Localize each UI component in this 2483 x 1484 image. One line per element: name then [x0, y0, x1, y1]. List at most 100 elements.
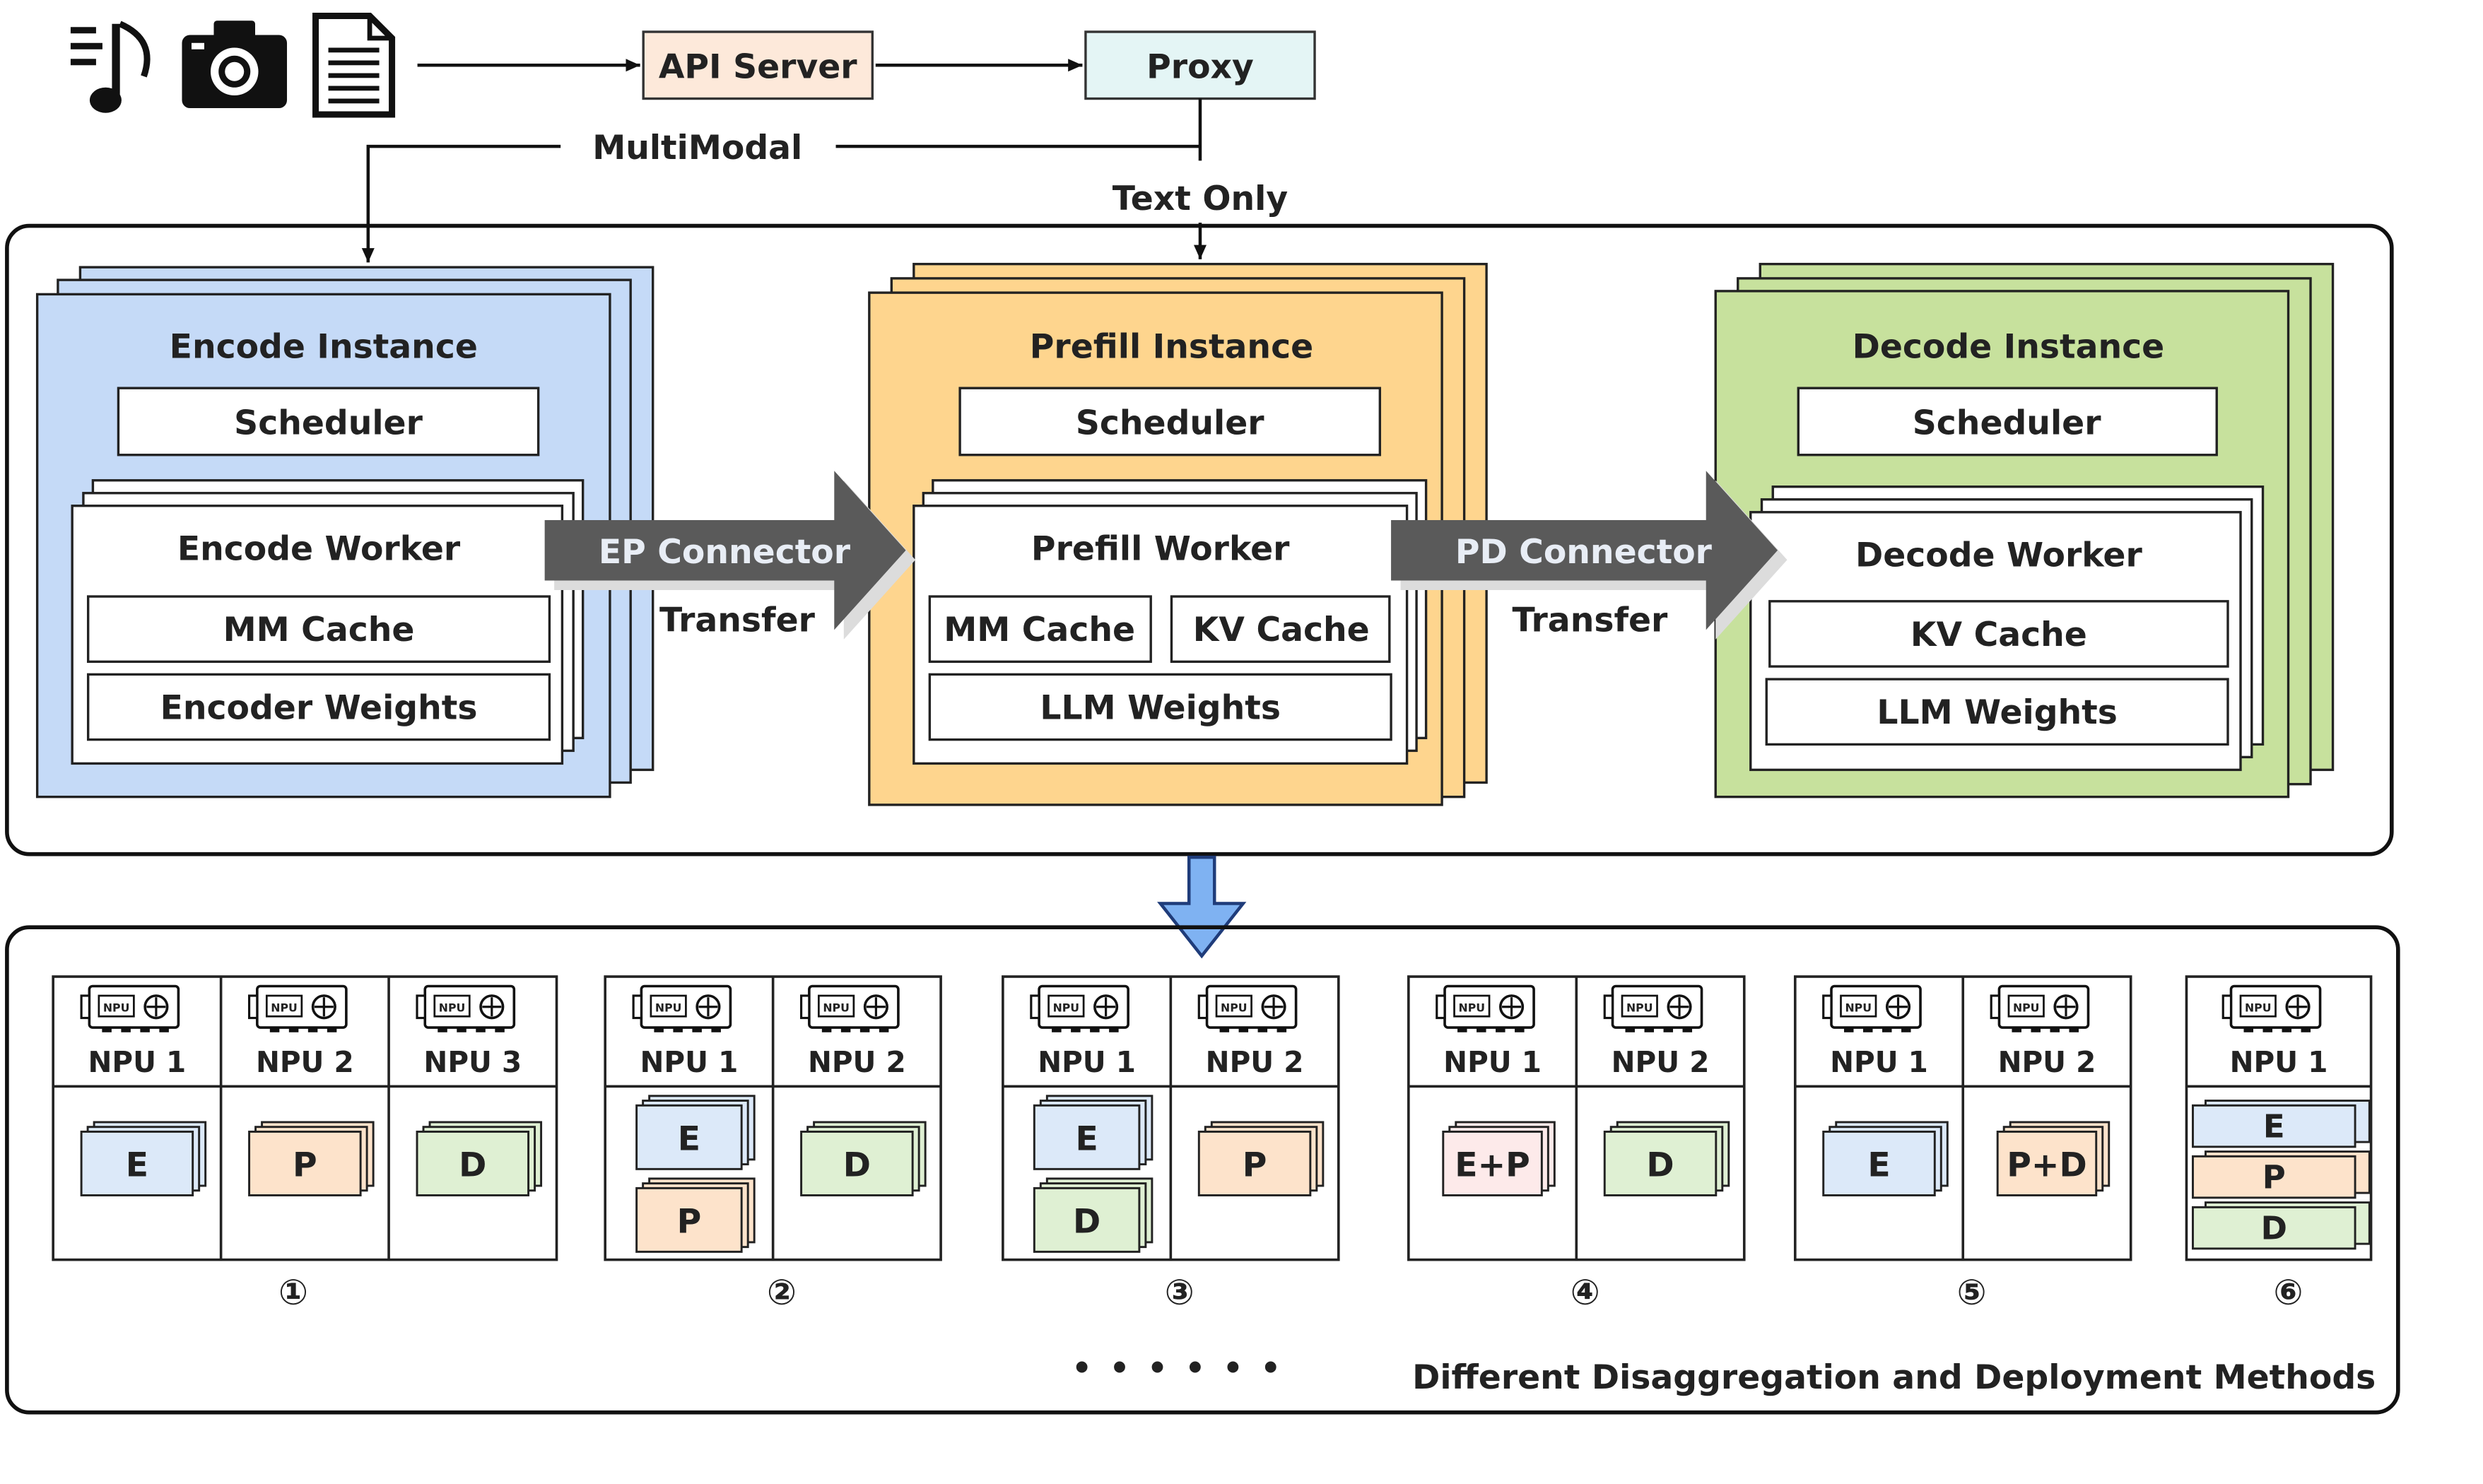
- prefill-scheduler-label: Scheduler: [1076, 404, 1264, 442]
- pd-connector-arrow: PD Connector: [1391, 471, 1788, 640]
- stage-box-d-label: D: [459, 1146, 486, 1184]
- config-number-label: ①: [278, 1272, 308, 1313]
- npu-chip-label: NPU: [1459, 1001, 1486, 1015]
- document-icon: [312, 13, 396, 118]
- npu-label: NPU 1: [1038, 1045, 1136, 1079]
- npu-label: NPU 3: [423, 1045, 522, 1079]
- prefill-worker-label: Prefill Worker: [1031, 529, 1290, 568]
- encode-worker-label: Encode Worker: [177, 529, 461, 568]
- stage-box-label: D: [2261, 1209, 2287, 1247]
- stage-box-d: D: [800, 1121, 927, 1196]
- npu-chip-icon: NPU: [632, 984, 732, 1032]
- npu-label: NPU 2: [808, 1045, 906, 1079]
- multimodal-route-arrow: [361, 144, 561, 263]
- stage-box-d: D: [1603, 1121, 1730, 1196]
- npu-label: NPU 1: [1443, 1045, 1542, 1079]
- encoder-weights-box: [86, 673, 551, 741]
- stage-box-d: D: [416, 1121, 543, 1196]
- stage-box-e-label: E: [126, 1146, 148, 1184]
- ep-connector-label: EP Connector: [599, 533, 851, 572]
- decode-kv-cache-label: KV Cache: [1910, 616, 2087, 654]
- camera-icon: [182, 20, 288, 109]
- encode-scheduler-box: [117, 387, 540, 457]
- stage-box-epp-label: E+P: [1455, 1146, 1530, 1184]
- deployment-down-arrow: [1157, 855, 1247, 959]
- stage-box-d: D: [2192, 1201, 2371, 1250]
- api-server-box: [642, 30, 874, 100]
- stage-box-d-label: D: [843, 1146, 871, 1184]
- config-number-label: ②: [767, 1272, 797, 1313]
- stage-box-e: E: [2192, 1100, 2371, 1148]
- npu-chip-icon: NPU: [1822, 984, 1922, 1032]
- npu-chip-icon: NPU: [1990, 984, 2090, 1032]
- decode-llm-weights-label: LLM Weights: [1877, 693, 2118, 732]
- encoder-weights-label: Encoder Weights: [160, 688, 478, 727]
- prefill-scheduler-box: [958, 387, 1382, 457]
- npu-label: NPU 1: [1830, 1045, 1928, 1079]
- stage-box-p: P: [248, 1121, 375, 1196]
- npu-label: NPU 2: [1612, 1045, 1710, 1079]
- config-number-label: ④: [1571, 1272, 1600, 1313]
- config-number-label: ⑤: [1957, 1272, 1987, 1313]
- deployment-config: NPU NPU 1 E NPU NPU 2 P+D ⑤: [1793, 975, 2132, 1313]
- prefill-instance-title: Prefill Instance: [1030, 327, 1313, 366]
- decode-scheduler-label: Scheduler: [1913, 404, 2101, 442]
- npu-chip-label: NPU: [271, 1001, 298, 1015]
- ep-transfer-label: Transfer: [659, 601, 816, 640]
- pd-connector-label: PD Connector: [1455, 533, 1713, 572]
- stage-box-p: P: [635, 1177, 756, 1253]
- npu-chip-icon: NPU: [80, 984, 180, 1032]
- music-note-icon: [70, 20, 151, 113]
- encode-instance: Encode Instance Scheduler Encode Worker …: [35, 266, 654, 799]
- encode-mm-cache-label: MM Cache: [223, 611, 415, 649]
- stage-box-p-label: P: [293, 1146, 317, 1184]
- proxy-label: Proxy: [1146, 47, 1254, 86]
- deployment-config: NPU NPU 1 E+P NPU NPU 2 D ④: [1407, 975, 1746, 1313]
- npu-label: NPU 1: [640, 1045, 739, 1079]
- npu-chip-icon: NPU: [2221, 984, 2322, 1032]
- npu-label: NPU 2: [1206, 1045, 1304, 1079]
- prefill-llm-weights-label: LLM Weights: [1040, 688, 1281, 727]
- stage-box-e-label: E: [678, 1119, 700, 1158]
- decode-instance-title: Decode Instance: [1853, 327, 2165, 366]
- npu-chip-icon: NPU: [1030, 984, 1129, 1032]
- npu-label: NPU 1: [2230, 1045, 2328, 1079]
- decode-kv-cache-box: [1768, 600, 2229, 668]
- stage-box-ppd-label: P+D: [2007, 1146, 2086, 1184]
- npu-chip-label: NPU: [2013, 1001, 2040, 1015]
- config-number-label: ⑥: [2274, 1272, 2303, 1313]
- npu-chip-label: NPU: [1845, 1001, 1872, 1015]
- npu-chip-icon: NPU: [1197, 984, 1298, 1032]
- npu-label: NPU 2: [1998, 1045, 2096, 1079]
- stage-box-e: E: [635, 1095, 756, 1170]
- stage-box-e-label: E: [1867, 1146, 1890, 1184]
- config-number-label: ③: [1165, 1272, 1194, 1313]
- multimodal-label: MultiModal: [592, 129, 802, 167]
- decode-scheduler-box: [1797, 387, 2218, 457]
- stage-box-d: D: [1033, 1177, 1154, 1253]
- npu-chip-icon: NPU: [1603, 984, 1703, 1032]
- prefill-kv-cache-label: KV Cache: [1193, 611, 1370, 649]
- npu-label: NPU 1: [88, 1045, 187, 1079]
- stage-box-d-label: D: [1646, 1146, 1674, 1184]
- npu-chip-label: NPU: [1626, 1001, 1653, 1015]
- deployment-caption: Different Disaggregation and Deployment …: [1412, 1358, 2376, 1397]
- prefill-mm-cache-box: [928, 595, 1152, 664]
- npu-chip-label: NPU: [2245, 1001, 2272, 1015]
- prefill-kv-cache-box: [1170, 595, 1391, 664]
- stage-box-label: E: [2263, 1107, 2285, 1145]
- decode-worker-label: Decode Worker: [1855, 536, 2142, 575]
- npu-chip-label: NPU: [103, 1001, 130, 1015]
- stage-box-e: E: [80, 1121, 207, 1196]
- stage-box-label: P: [2262, 1158, 2286, 1196]
- npu-chip-label: NPU: [1221, 1001, 1248, 1015]
- decode-llm-weights-box: [1765, 678, 2229, 746]
- stage-box-e: E: [1033, 1095, 1154, 1170]
- ep-connector-arrow: EP Connector: [544, 471, 916, 640]
- stage-box-d-label: D: [1073, 1202, 1100, 1241]
- encode-scheduler-label: Scheduler: [234, 404, 423, 442]
- npu-chip-icon: NPU: [416, 984, 516, 1032]
